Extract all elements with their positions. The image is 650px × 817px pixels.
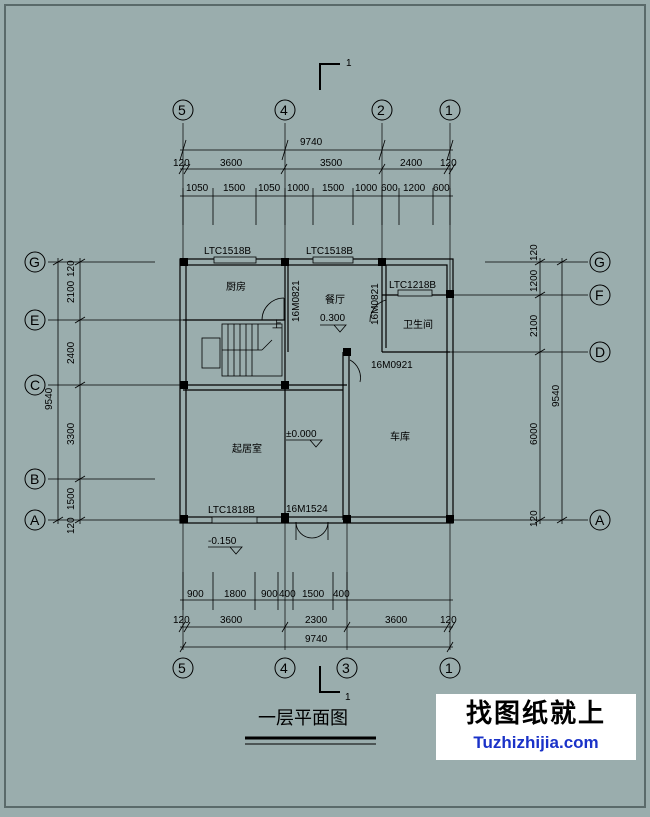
dim-left-1500: 1500 xyxy=(66,487,77,510)
drawing-title: 一层平面图 xyxy=(258,708,348,729)
level-outside: -0.150 xyxy=(208,536,237,547)
drawing-border xyxy=(4,4,646,808)
dim-right-6000: 6000 xyxy=(529,422,540,445)
door-label-1: 16M0821 xyxy=(291,280,302,322)
section-mark-bottom xyxy=(319,666,340,693)
axis-bottom-1: 1 xyxy=(445,660,453,676)
dim-bot-120-right: 120 xyxy=(440,615,457,626)
level-dining: 0.300 xyxy=(320,313,345,324)
dim-top-600-a: 600 xyxy=(381,183,398,194)
axis-bubbles xyxy=(24,99,611,679)
axis-bottom-3: 3 xyxy=(342,660,350,676)
section-mark-top-label: 1 xyxy=(346,58,352,69)
dim-top-3500: 3500 xyxy=(320,158,343,169)
dim-left-total: 9540 xyxy=(44,387,55,410)
dim-bot-total: 9740 xyxy=(305,634,328,645)
top-dimension-lines xyxy=(178,139,456,225)
section-mark-bottom-label: 1 xyxy=(345,692,351,703)
dim-bot-3600-b: 3600 xyxy=(385,615,408,626)
dim-right-2100: 2100 xyxy=(529,314,540,337)
dim-bot-900-a: 900 xyxy=(187,589,204,600)
dim-top-120-right: 120 xyxy=(440,158,457,169)
door-label-3: 16M0921 xyxy=(371,360,413,371)
stair-up-label: 上 xyxy=(272,319,282,331)
window-label-3: LTC1218B xyxy=(389,280,436,291)
dim-top-1050-a: 1050 xyxy=(186,183,209,194)
axis-bottom-5: 5 xyxy=(178,660,186,676)
dim-top-total: 9740 xyxy=(300,137,323,148)
dim-top-2400: 2400 xyxy=(400,158,423,169)
dim-top-1000-a: 1000 xyxy=(287,183,310,194)
dim-top-120-left: 120 xyxy=(173,158,190,169)
dim-top-1500-a: 1500 xyxy=(223,183,246,194)
dim-top-1000-b: 1000 xyxy=(355,183,378,194)
axis-right-D: D xyxy=(595,344,605,360)
stair xyxy=(201,323,283,377)
dim-bot-120-left: 120 xyxy=(173,615,190,626)
room-bathroom: 卫生间 xyxy=(403,318,433,331)
axis-left-G: G xyxy=(29,254,40,270)
room-kitchen: 厨房 xyxy=(226,280,246,293)
axis-right-F: F xyxy=(595,287,604,303)
room-living: 起居室 xyxy=(232,442,262,455)
axis-bottom-4: 4 xyxy=(280,660,288,676)
dim-right-1200: 1200 xyxy=(529,269,540,292)
structural-columns xyxy=(180,258,454,523)
dim-top-3600: 3600 xyxy=(220,158,243,169)
window-symbols xyxy=(211,256,433,524)
axis-right-A: A xyxy=(595,512,605,528)
axis-right-G: G xyxy=(594,254,605,270)
dim-bot-3600-a: 3600 xyxy=(220,615,243,626)
dim-left-2100: 2100 xyxy=(66,280,77,303)
dim-top-1200: 1200 xyxy=(403,183,426,194)
axis-left-C: C xyxy=(30,377,40,393)
axis-lines xyxy=(48,123,588,650)
door-symbols xyxy=(261,297,387,540)
dim-bot-400-a: 400 xyxy=(279,589,296,600)
axis-top-2: 2 xyxy=(377,102,385,118)
dim-bot-400-b: 400 xyxy=(333,589,350,600)
axis-top-1: 1 xyxy=(445,102,453,118)
axis-left-A: A xyxy=(30,512,40,528)
dim-left-120-top: 120 xyxy=(66,260,77,277)
watermark-cn: 找图纸就上 xyxy=(465,699,606,729)
watermark-logo: 找图纸就上 Tuzhizhijia.com xyxy=(436,694,636,760)
dim-top-1500-b: 1500 xyxy=(322,183,345,194)
level-marks xyxy=(208,324,347,555)
door-label-4: 16M1524 xyxy=(286,504,328,515)
dim-bot-1500: 1500 xyxy=(302,589,325,600)
dim-right-120-top: 120 xyxy=(529,244,540,261)
room-dining: 餐厅 xyxy=(325,293,345,306)
dim-right-total: 9540 xyxy=(551,384,562,407)
dim-top-600-b: 600 xyxy=(433,183,450,194)
right-dimension-lines xyxy=(534,258,568,524)
window-label-4: LTC1818B xyxy=(208,505,255,516)
window-label-2: LTC1518B xyxy=(306,246,353,257)
dim-bot-900-b: 900 xyxy=(261,589,278,600)
dim-left-120-bottom: 120 xyxy=(66,517,77,534)
axis-left-E: E xyxy=(30,312,39,328)
axis-left-B: B xyxy=(30,471,39,487)
dim-top-1050-b: 1050 xyxy=(258,183,281,194)
axis-top-4: 4 xyxy=(280,102,288,118)
walls xyxy=(179,258,454,524)
room-garage: 车库 xyxy=(390,430,410,443)
dim-left-3300: 3300 xyxy=(66,422,77,445)
window-label-1: LTC1518B xyxy=(204,246,251,257)
watermark-en: Tuzhizhijia.com xyxy=(473,733,599,752)
section-mark-top xyxy=(319,63,340,90)
dim-left-2400: 2400 xyxy=(66,341,77,364)
level-living: ±0.000 xyxy=(286,429,317,440)
dim-bot-1800: 1800 xyxy=(224,589,247,600)
left-dimension-lines xyxy=(52,258,86,524)
door-label-2: 16M0821 xyxy=(370,283,381,325)
axis-top-5: 5 xyxy=(178,102,186,118)
bottom-dimension-lines xyxy=(178,572,456,653)
dim-right-120-bottom: 120 xyxy=(529,510,540,527)
dim-bot-2300: 2300 xyxy=(305,615,328,626)
